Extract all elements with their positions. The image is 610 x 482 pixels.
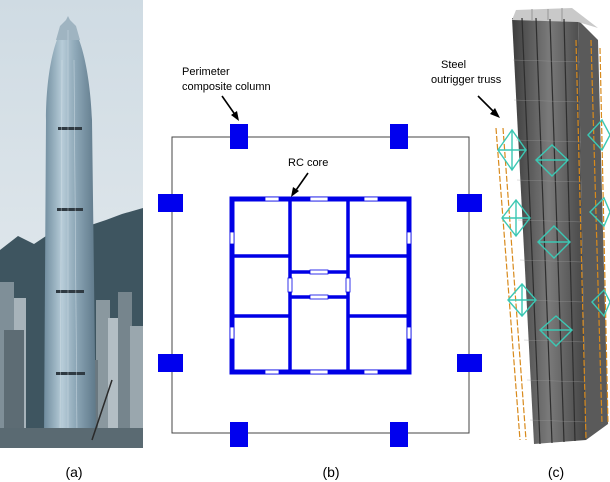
caption-b: (b) (322, 464, 339, 480)
caption-a: (a) (65, 464, 82, 480)
outrigger-truss (587, 118, 610, 152)
outrigger-truss (538, 315, 574, 347)
photo-tower (44, 22, 96, 438)
perimeter-column-label-line2: composite column (182, 81, 271, 93)
column (158, 354, 183, 372)
perimeter-column-arrow (221, 95, 239, 121)
panel-a-photo (0, 0, 143, 448)
photo-tower-mullions (59, 30, 78, 439)
column (158, 194, 183, 212)
photo-tower-bands (56, 127, 85, 375)
column (390, 124, 408, 149)
perimeter-column-label-line1: Perimeter (182, 66, 230, 78)
core-inner-walls (232, 199, 409, 372)
outrigger-truss (537, 225, 571, 259)
core-openings (229, 196, 412, 375)
outrigger-label-line2: outrigger truss (431, 74, 502, 86)
model-top-grid (531, 8, 563, 21)
column (230, 422, 248, 447)
outrigger-truss (589, 196, 610, 228)
perimeter-columns (158, 124, 482, 447)
rc-core-arrow (291, 172, 309, 197)
column (457, 354, 482, 372)
plan-outline (171, 136, 470, 434)
model-columns (521, 17, 576, 445)
outrigger-label-line1: Steel (441, 59, 466, 71)
outrigger-trusses (497, 118, 610, 347)
caption-c: (c) (548, 464, 564, 480)
outrigger-arrow (477, 95, 500, 118)
column (457, 194, 482, 212)
photo-tower-crown (56, 16, 80, 40)
outrigger-truss (591, 288, 610, 318)
outrigger-truss (534, 144, 570, 177)
rc-core-label: RC core (288, 157, 328, 169)
model-side-face (578, 20, 608, 440)
column (230, 124, 248, 149)
rc-core (229, 196, 412, 375)
outrigger-truss (497, 128, 527, 172)
core-outer-wall (229, 196, 412, 375)
panel-c-model: Steel outrigger truss (431, 8, 610, 445)
model-top (512, 8, 598, 28)
photo-harbour (0, 428, 143, 448)
column (390, 422, 408, 447)
outrigger-truss (507, 282, 537, 318)
photo-crane (91, 379, 113, 441)
model-outer-columns (495, 39, 609, 441)
panel-b-plan: RC core Perimeter composite column (158, 66, 482, 447)
outrigger-truss (501, 198, 531, 238)
